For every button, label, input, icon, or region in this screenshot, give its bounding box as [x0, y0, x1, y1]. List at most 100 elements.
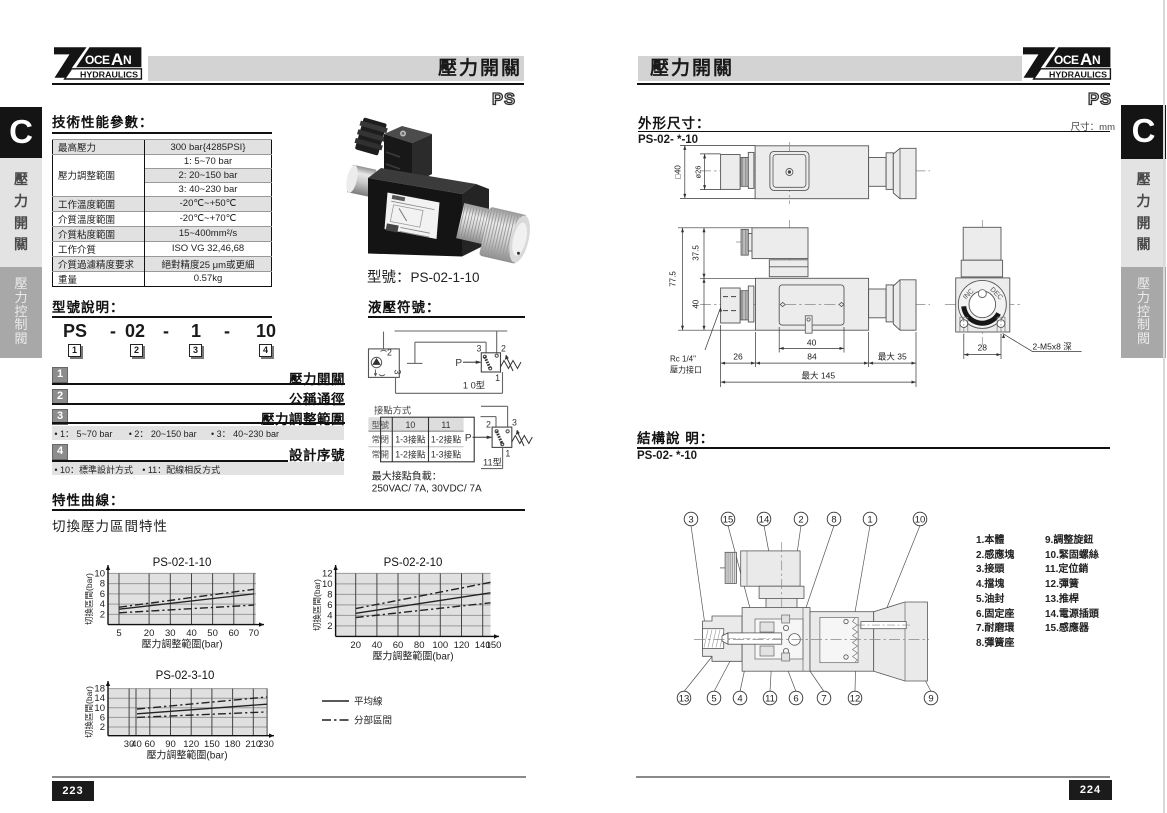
svg-text:N: N: [123, 53, 132, 67]
svg-text:型號: 型號: [371, 419, 389, 430]
svg-text:60: 60: [229, 628, 240, 639]
svg-text:P: P: [465, 433, 472, 444]
svg-text:1-3接點: 1-3接點: [431, 448, 462, 459]
svg-text:2: 2: [486, 420, 491, 430]
svg-text:壓力接口: 壓力接口: [670, 365, 702, 375]
svg-text:10: 10: [94, 568, 105, 579]
svg-text:PS-02-1-10: PS-02-1-10: [153, 557, 212, 569]
svg-text:4: 4: [100, 599, 105, 610]
svg-text:80: 80: [414, 640, 425, 651]
svg-text:6: 6: [327, 600, 332, 611]
svg-text:1 0型: 1 0型: [463, 381, 485, 391]
svg-text:PS-02-3-10: PS-02-3-10: [156, 670, 215, 682]
svg-text:常開: 常開: [371, 448, 389, 459]
svg-text:84: 84: [807, 351, 817, 361]
svg-text:N: N: [1092, 53, 1101, 67]
svg-text:P: P: [455, 358, 462, 369]
svg-text:常閉: 常閉: [371, 434, 389, 445]
svg-text:4: 4: [327, 610, 332, 621]
svg-text:接點方式: 接點方式: [374, 405, 411, 416]
svg-text:2: 2: [100, 609, 105, 620]
svg-text:20: 20: [350, 640, 361, 651]
svg-text:1: 1: [505, 449, 510, 459]
svg-text:30: 30: [124, 739, 135, 750]
svg-text:OCE: OCE: [1054, 53, 1079, 67]
svg-text:150: 150: [204, 739, 220, 750]
svg-text:分部區間: 分部區間: [354, 715, 392, 727]
svg-text:切換區間(bar): 切換區間(bar): [312, 579, 322, 631]
svg-text:11型: 11型: [483, 458, 502, 468]
svg-text:2: 2: [100, 722, 105, 733]
svg-text:50: 50: [207, 628, 218, 639]
svg-text:PS-02-2-10: PS-02-2-10: [384, 557, 443, 569]
svg-text:6: 6: [100, 589, 105, 600]
svg-text:20: 20: [144, 628, 155, 639]
svg-text:3: 3: [688, 514, 693, 525]
svg-text:切換區間(bar): 切換區間(bar): [84, 686, 94, 738]
svg-text:26: 26: [733, 351, 743, 361]
svg-text:3: 3: [512, 418, 517, 428]
svg-text:40: 40: [372, 640, 383, 651]
svg-text:最大 35: 最大 35: [878, 351, 907, 361]
svg-text:平均線: 平均線: [354, 696, 383, 708]
svg-text:70: 70: [249, 628, 260, 639]
svg-text:PS: PS: [492, 91, 516, 109]
svg-text:4: 4: [737, 693, 742, 704]
svg-text:120: 120: [454, 640, 470, 651]
svg-text:PS: PS: [1088, 91, 1112, 109]
svg-text:3: 3: [393, 370, 403, 375]
svg-text:140: 140: [475, 640, 491, 651]
svg-text:5: 5: [711, 693, 716, 704]
svg-text:OCE: OCE: [85, 53, 110, 67]
svg-text:7: 7: [821, 693, 826, 704]
svg-text:28: 28: [978, 343, 988, 353]
svg-text:6: 6: [793, 693, 798, 704]
svg-text:Rc 1/4": Rc 1/4": [670, 355, 696, 364]
svg-text:8: 8: [831, 514, 836, 525]
svg-text:120: 120: [183, 739, 199, 750]
svg-text:60: 60: [393, 640, 404, 651]
svg-text:A: A: [1080, 50, 1092, 69]
svg-text:10: 10: [94, 703, 105, 714]
svg-text:37.5: 37.5: [692, 245, 701, 261]
svg-text:14: 14: [94, 693, 105, 704]
svg-text:12: 12: [850, 693, 861, 704]
svg-text:210: 210: [245, 739, 261, 750]
svg-text:18: 18: [94, 684, 105, 695]
svg-text:60: 60: [145, 739, 156, 750]
svg-text:最大接點負載：: 最大接點負載：: [372, 470, 442, 483]
svg-text:40: 40: [692, 299, 701, 308]
svg-text:1-3接點: 1-3接點: [395, 434, 426, 445]
svg-text:2: 2: [327, 621, 332, 632]
svg-text:230: 230: [258, 739, 274, 750]
svg-text:11: 11: [765, 693, 775, 704]
svg-text:1-2接點: 1-2接點: [395, 448, 426, 459]
svg-text:1: 1: [495, 373, 500, 383]
svg-text:A: A: [111, 50, 123, 69]
svg-text:100: 100: [432, 640, 448, 651]
svg-text:壓力調整範圍(bar): 壓力調整範圍(bar): [141, 638, 222, 651]
svg-text:2-M5x8 深: 2-M5x8 深: [1033, 341, 1073, 351]
svg-text:切換區間(bar): 切換區間(bar): [84, 573, 94, 625]
svg-text:1-2接點: 1-2接點: [431, 434, 462, 445]
svg-text:2: 2: [387, 348, 392, 358]
svg-text:11: 11: [441, 420, 450, 430]
svg-text:250VAC/ 7A, 30VDC/ 7A: 250VAC/ 7A, 30VDC/ 7A: [372, 484, 482, 495]
svg-text:5: 5: [116, 628, 121, 639]
svg-text:10: 10: [322, 579, 333, 590]
svg-text:150: 150: [486, 640, 502, 651]
svg-text:15: 15: [723, 514, 734, 525]
svg-text:13: 13: [679, 693, 690, 704]
svg-text:1: 1: [867, 514, 872, 525]
svg-text:14: 14: [759, 514, 770, 525]
svg-text:最大 145: 最大 145: [802, 370, 836, 380]
svg-text:77.5: 77.5: [669, 271, 678, 287]
svg-text:10: 10: [915, 514, 926, 525]
svg-text:9: 9: [928, 693, 933, 704]
svg-text:HYDRAULICS: HYDRAULICS: [1049, 69, 1107, 79]
svg-text:6: 6: [100, 712, 105, 723]
svg-text:90: 90: [165, 739, 176, 750]
svg-text:180: 180: [225, 739, 241, 750]
svg-text:10: 10: [406, 420, 416, 430]
svg-text:HYDRAULICS: HYDRAULICS: [80, 69, 138, 79]
